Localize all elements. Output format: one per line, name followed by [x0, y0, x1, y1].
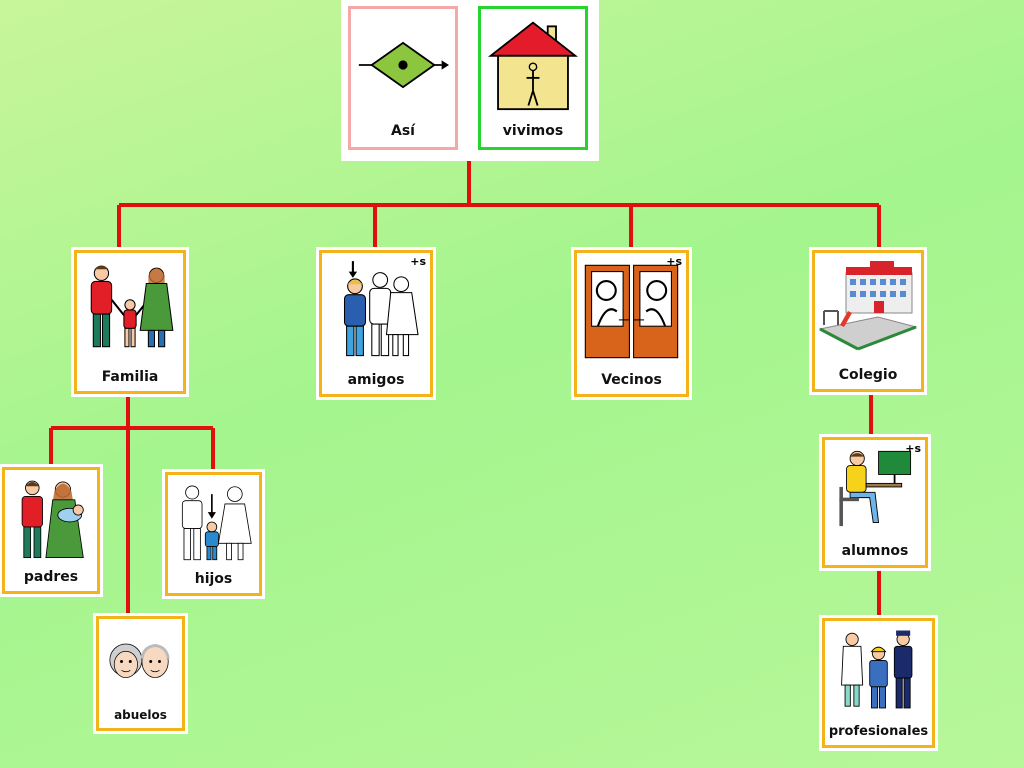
friends-icon	[322, 259, 430, 364]
house-icon	[487, 15, 579, 115]
card-label: amigos	[347, 372, 405, 388]
title-word-1: Así	[391, 123, 415, 139]
neighbors-icon	[577, 259, 686, 364]
school-building-icon	[815, 259, 921, 359]
card-label: padres	[23, 569, 79, 585]
parents-icon	[5, 476, 97, 561]
children-icon	[168, 481, 259, 563]
card-label: alumnos	[841, 543, 909, 559]
card-amigos[interactable]: +s amigos	[319, 250, 433, 397]
card-label: profesionales	[828, 724, 929, 739]
card-colegio[interactable]: Colegio	[812, 250, 924, 392]
card-alumnos[interactable]: +s alumnos	[822, 437, 928, 568]
card-vecinos[interactable]: +s Vecinos	[574, 250, 689, 397]
title-card-asi[interactable]: Así	[348, 6, 458, 150]
grandparents-icon	[99, 625, 182, 698]
plural-badge: +s	[666, 255, 682, 268]
plural-badge: +s	[410, 255, 426, 268]
card-hijos[interactable]: hijos	[165, 472, 262, 596]
title-word-2: vivimos	[502, 123, 564, 139]
student-icon	[825, 446, 925, 535]
diamond-arrow-icon	[357, 15, 449, 115]
card-label: hijos	[194, 571, 233, 587]
card-label: abuelos	[114, 708, 167, 722]
card-label: Colegio	[838, 367, 898, 383]
card-label: Familia	[101, 369, 159, 385]
title-panel: Así vivimos	[341, 0, 599, 161]
card-profesionales[interactable]: profesionales	[822, 618, 935, 748]
family-icon	[77, 259, 183, 361]
professionals-icon	[825, 627, 932, 715]
card-padres[interactable]: padres	[2, 467, 100, 594]
card-label: Vecinos	[601, 372, 662, 388]
title-card-vivimos[interactable]: vivimos	[478, 6, 588, 150]
card-familia[interactable]: Familia	[74, 250, 186, 394]
card-abuelos[interactable]: abuelos	[96, 616, 185, 731]
